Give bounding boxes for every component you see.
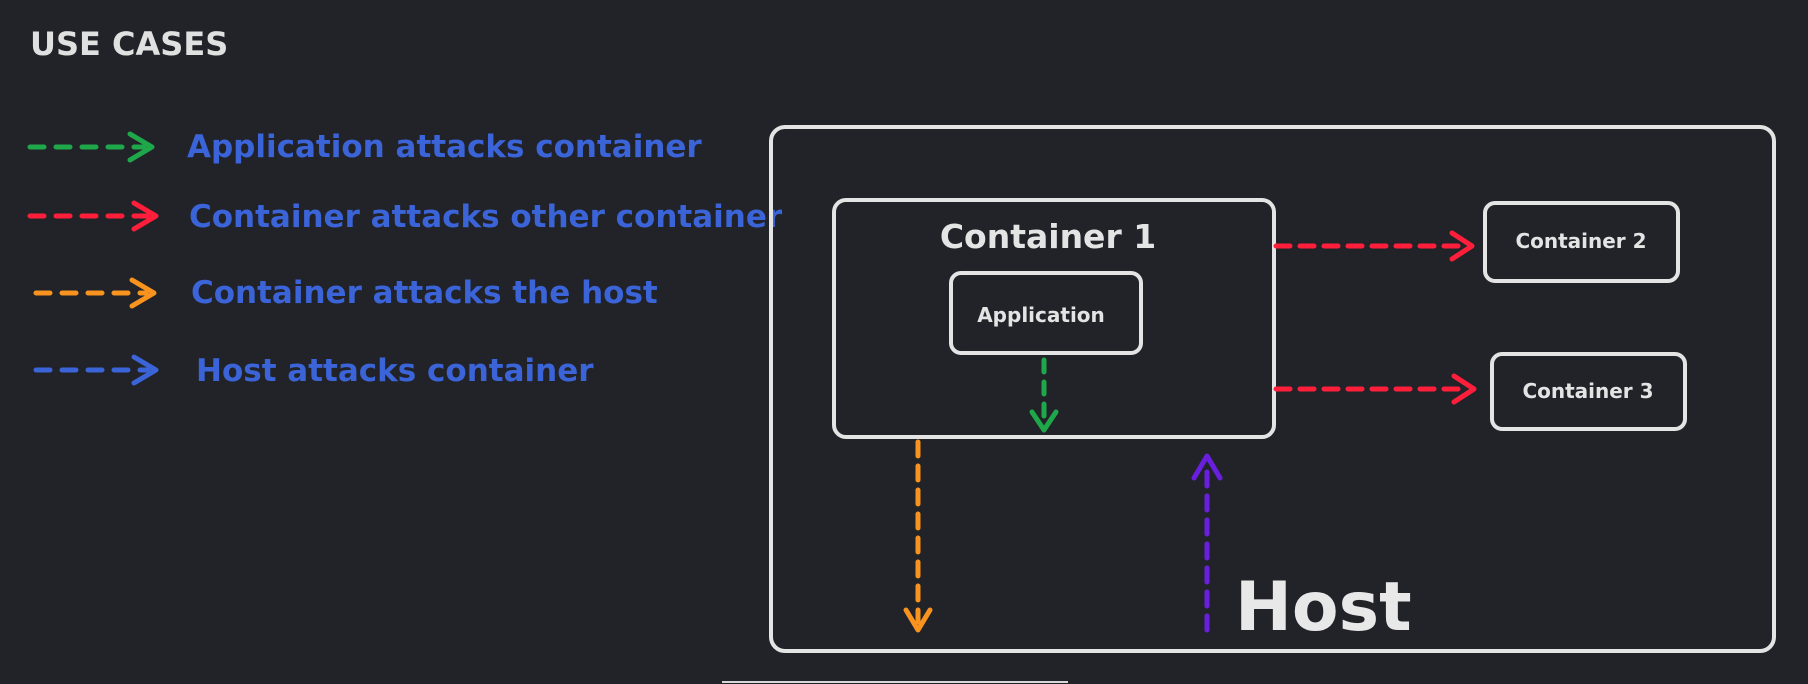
page-title: USE CASES [30, 25, 228, 63]
legend-item-container-attacks-the-host: Container attacks the host [33, 275, 658, 311]
container-1-box [832, 198, 1276, 439]
host-label: Host [1235, 568, 1412, 647]
application-box [949, 271, 1143, 355]
legend-item-host-attacks-container: Host attacks container [33, 353, 594, 389]
legend-label: Container attacks other container [189, 199, 783, 235]
blue-dashed-arrow-icon [33, 354, 159, 386]
container-1-label: Container 1 [940, 217, 1156, 256]
container-3-box [1490, 352, 1687, 431]
legend-label: Application attacks container [187, 129, 702, 165]
orange-arrow-container-to-host [903, 439, 933, 633]
green-arrow-application-to-container [1029, 357, 1059, 433]
legend-label: Container attacks the host [191, 275, 658, 311]
green-dashed-arrow-icon [27, 131, 155, 163]
container-2-box [1483, 201, 1680, 283]
red-arrow-container-1-to-container-3 [1273, 373, 1477, 405]
purple-arrow-host-to-container [1191, 453, 1223, 633]
host-box [769, 125, 1776, 653]
orange-dashed-arrow-icon [33, 277, 157, 309]
red-dashed-arrow-icon [27, 200, 159, 232]
container-2-label: Container 2 [1515, 229, 1646, 253]
container-3-label: Container 3 [1522, 379, 1653, 403]
legend-item-application-attacks-container: Application attacks container [27, 129, 702, 165]
bottom-divider [722, 681, 1068, 683]
legend-label: Host attacks container [196, 353, 594, 389]
application-label: Application [977, 303, 1105, 327]
red-arrow-container-1-to-container-2 [1273, 230, 1475, 262]
legend-item-container-attacks-other-container: Container attacks other container [27, 199, 783, 235]
